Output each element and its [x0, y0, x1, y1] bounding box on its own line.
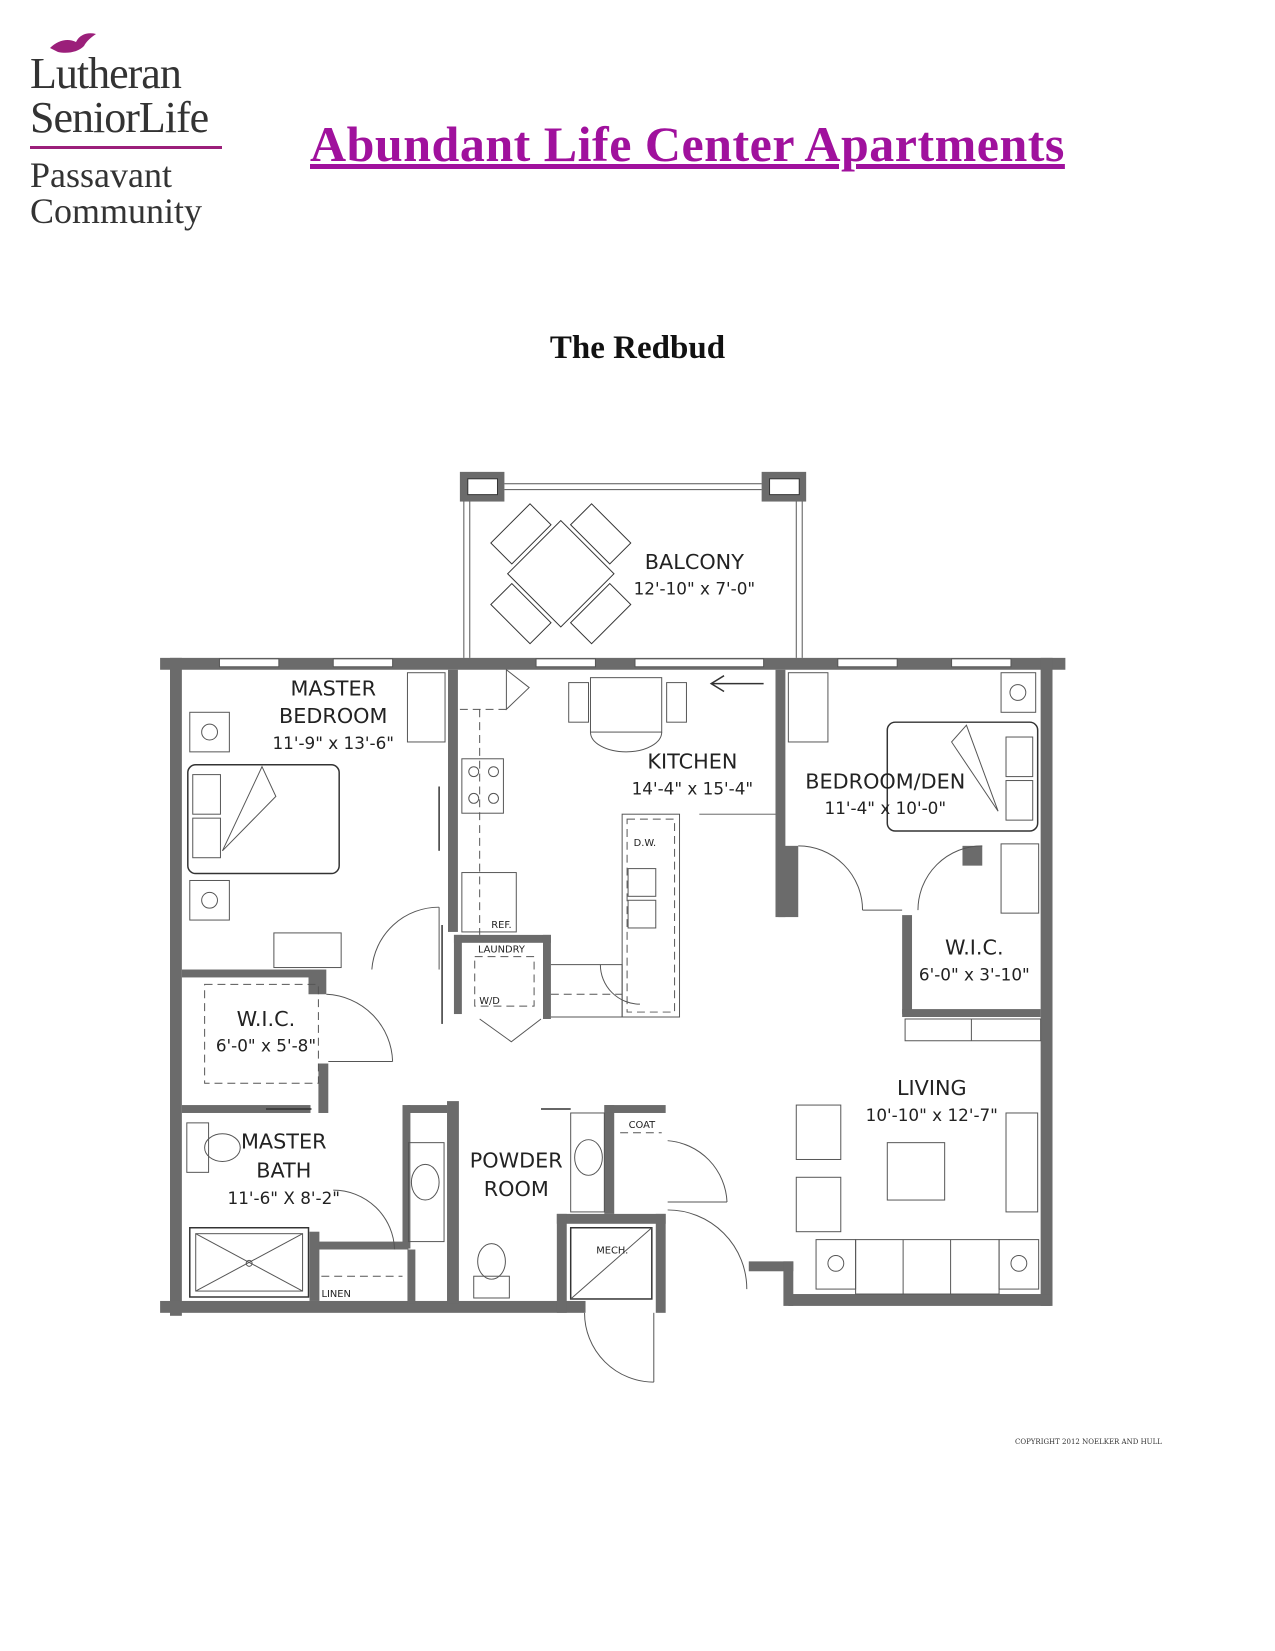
wic-right-dims: 6'-0" x 3'-10" — [919, 964, 1030, 984]
wic-left: W.I.C. 6'-0" x 5'-8" — [204, 983, 394, 1084]
ref-label: REF. — [491, 920, 511, 931]
wd-label: W/D — [479, 996, 500, 1007]
logo-text-passavant: Passavant — [30, 155, 172, 195]
floor-plan: .w { fill:#6b6b6b; } .ln { stroke:#333; … — [160, 471, 1066, 1383]
laundry-label: LAUNDRY — [478, 945, 526, 956]
bedroom-den-label: BEDROOM/DEN — [805, 769, 965, 793]
dove-icon — [50, 33, 96, 53]
plan-name: The Redbud — [549, 330, 726, 366]
mech-label: MECH. — [596, 1245, 628, 1256]
wic-right-label: W.I.C. — [945, 936, 1004, 960]
logo-text-community: Community — [30, 191, 203, 231]
logo-text-lutheran: Lutheran — [30, 49, 182, 98]
master-bedroom-label-2: BEDROOM — [279, 704, 387, 728]
master-bath: MASTER BATH 11'-6" X 8'-2" LINEN — [186, 1108, 445, 1300]
coat-label: COAT — [629, 1120, 656, 1131]
master-bath-label-1: MASTER — [241, 1130, 327, 1154]
master-bath-label-2: BATH — [256, 1158, 311, 1182]
living: LIVING 10'-10" x 12'-7" — [795, 1076, 1040, 1295]
page-title: Abundant Life Center Apartments — [310, 116, 1065, 172]
copyright-note: COPYRIGHT 2012 NOELKER AND HULL — [1015, 1438, 1162, 1446]
linen-label: LINEN — [321, 1289, 350, 1300]
powder-room-label-2: ROOM — [484, 1177, 549, 1201]
dw-label: D.W. — [634, 838, 657, 849]
bedroom-den: BEDROOM/DEN 11'-4" x 10'-0" W.I.C. 6'-0"… — [787, 672, 1042, 1042]
kitchen: KITCHEN 14'-4" x 15'-4" D.W. REF. LAUNDR… — [441, 668, 776, 1043]
balcony: BALCONY 12'-10" x 7'-0" — [459, 471, 807, 658]
balcony-dims: 12'-10" x 7'-0" — [634, 579, 756, 599]
living-dims: 10'-10" x 12'-7" — [866, 1105, 998, 1125]
kitchen-dims: 14'-4" x 15'-4" — [632, 778, 754, 798]
entry: COAT MECH. — [569, 1120, 748, 1383]
logo: Lutheran SeniorLife Passavant Community — [30, 30, 230, 229]
master-bedroom-dims: 11'-9" x 13'-6" — [272, 733, 394, 753]
bedroom-den-dims: 11'-4" x 10'-0" — [825, 798, 947, 818]
logo-text-seniorlife: SeniorLife — [30, 93, 209, 142]
living-label: LIVING — [897, 1076, 967, 1100]
master-bedroom-label-1: MASTER — [290, 676, 376, 700]
master-bedroom: MASTER BEDROOM 11'-9" x 13'-6" — [187, 672, 446, 970]
wic-left-dims: 6'-0" x 5'-8" — [216, 1036, 316, 1056]
powder-room-label-1: POWDER — [470, 1148, 563, 1172]
kitchen-label: KITCHEN — [647, 750, 737, 774]
logo-divider — [30, 146, 222, 149]
wic-left-label: W.I.C. — [237, 1007, 296, 1031]
master-bath-dims: 11'-6" X 8'-2" — [228, 1188, 340, 1208]
powder-room: POWDER ROOM — [470, 1108, 605, 1299]
balcony-label: BALCONY — [645, 550, 744, 574]
walls — [160, 657, 1066, 1316]
